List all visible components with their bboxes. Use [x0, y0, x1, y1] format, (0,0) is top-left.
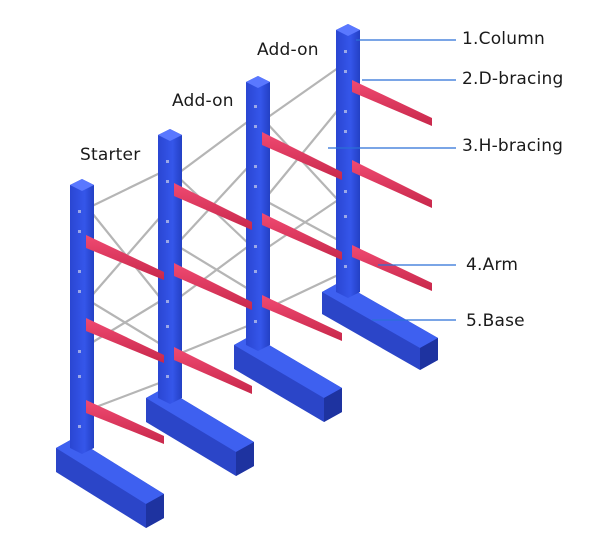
column	[158, 129, 182, 404]
arm	[86, 235, 164, 280]
d-bracing-bar	[175, 244, 251, 301]
arm	[86, 318, 164, 363]
h-bracing-bar	[87, 380, 163, 412]
part-label-h-bracing: 3.H-bracing	[462, 136, 564, 156]
arm	[86, 400, 164, 444]
part-label-d-bracing: 2.D-bracing	[462, 69, 564, 89]
d-bracing-bar	[263, 199, 339, 241]
h-bracing-bar	[263, 67, 339, 121]
d-bracing-bar	[263, 199, 339, 251]
d-bracing-bar	[175, 244, 251, 291]
label-addon-1: Add-on	[172, 91, 234, 111]
rack-unit-2	[146, 129, 254, 476]
arm	[352, 160, 432, 208]
leader-lines	[328, 39, 456, 321]
h-bracing-bar	[87, 171, 163, 209]
arm	[262, 132, 342, 180]
label-starter: Starter	[80, 145, 141, 165]
arm	[262, 213, 342, 260]
column	[246, 76, 270, 351]
arm	[174, 347, 252, 394]
rack-unit-1	[56, 179, 164, 528]
d-bracing-bar	[87, 299, 163, 346]
arm	[262, 295, 342, 341]
arm	[352, 245, 432, 291]
rack-unit-4	[322, 24, 438, 370]
label-addon-2: Add-on	[257, 40, 319, 60]
rack-unit-3	[234, 76, 342, 422]
arm	[174, 263, 252, 310]
part-label-arm: 4.Arm	[466, 255, 519, 275]
part-label-base: 5.Base	[466, 311, 525, 331]
arm	[352, 80, 432, 126]
h-bracing-bar	[175, 323, 251, 357]
part-label-column: 1.Column	[462, 29, 545, 49]
arm	[174, 183, 252, 230]
h-bracing-bar	[175, 119, 251, 176]
